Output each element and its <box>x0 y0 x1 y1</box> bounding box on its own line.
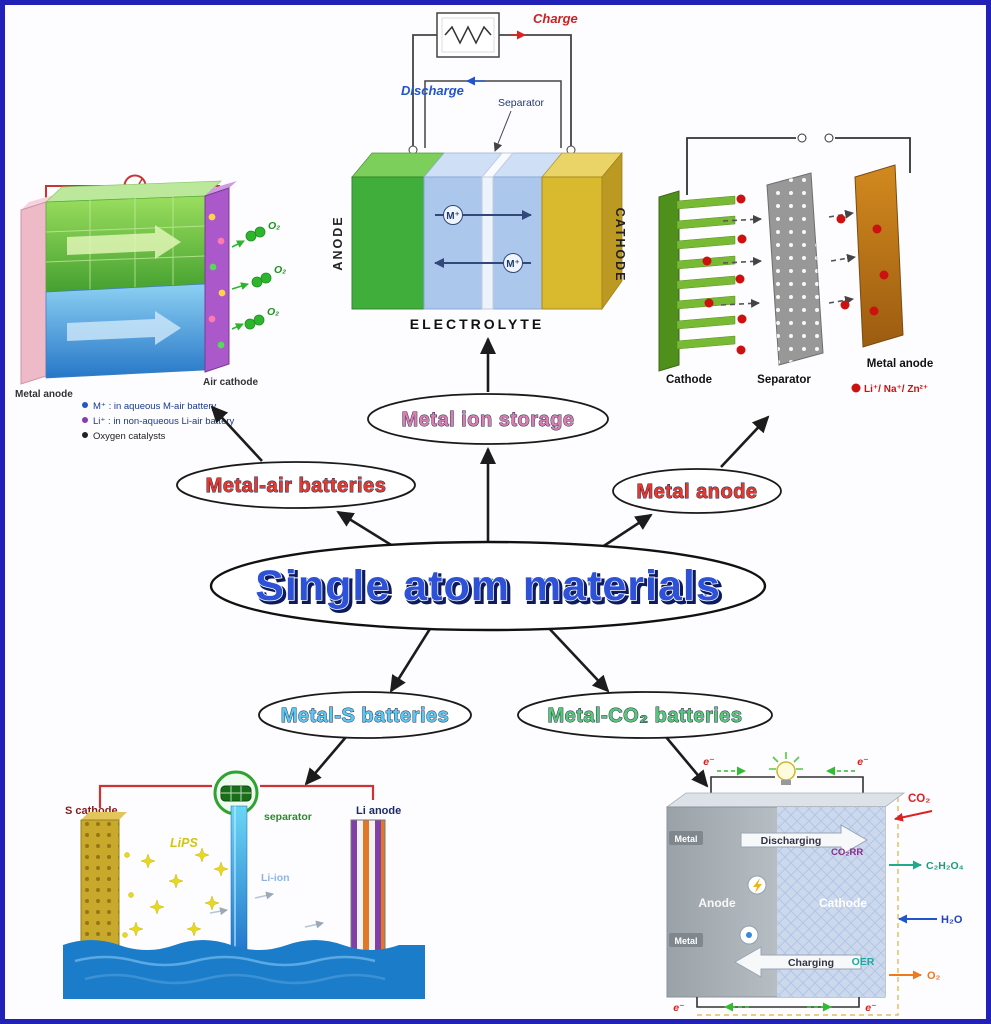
reaction-badge-icon <box>739 925 759 945</box>
resistor-icon <box>444 25 492 45</box>
ion-label: M⁺ <box>506 259 520 270</box>
ion-legend: Li⁺/ Na⁺/ Zn²⁺ <box>851 383 928 395</box>
dashed-guide-frame <box>695 797 899 1016</box>
anode-slab <box>351 176 425 310</box>
anode-label: ANODE <box>331 215 345 270</box>
separator-label: separator <box>264 811 312 823</box>
cell-body: M⁺ M⁺ ANODE CATHODE ELECTROLYTE Separato… <box>331 97 627 332</box>
metal-co2-illustration: e⁻ e⁻ Metal Metal Anode Cathode Discharg… <box>665 752 964 1016</box>
reaction-badge-icon <box>747 875 767 895</box>
electron-label: e⁻ <box>857 756 868 768</box>
separator-label: Separator <box>757 374 811 386</box>
separator-membrane <box>766 172 824 366</box>
separator-pointer-arrow <box>493 110 512 152</box>
flow-arrow <box>67 311 181 345</box>
metal-anode-illustration: Cathode Separator Metal anode Li⁺/ Na⁺/ … <box>658 133 933 395</box>
electron-label: e⁻ <box>673 1002 684 1014</box>
node-metal-s-label: Metal-S batteries <box>281 705 450 727</box>
air-cathode-label: Air cathode <box>203 377 258 388</box>
node-metal-co2 <box>517 691 773 739</box>
oer-label: OER <box>852 956 875 968</box>
node-center <box>209 540 767 632</box>
flow-arrow <box>67 225 181 259</box>
ion-legend-label: Li⁺/ Na⁺/ Zn²⁺ <box>864 384 928 395</box>
electrolyte-label: ELECTROLYTE <box>410 316 544 332</box>
ion-migration-arrows <box>720 209 856 308</box>
center-title-shadow: Single atom materials <box>258 565 724 613</box>
co2rr-label: CO₂RR <box>831 847 863 858</box>
center-title: Single atom materials <box>255 562 721 610</box>
li-anode-electrode <box>350 819 386 971</box>
h2o-label: H₂O <box>941 914 963 926</box>
metal-ion-storage-illustration: Charge Discharge M⁺ M⁺ ANODE CATHODE <box>331 11 627 332</box>
ion-flow-arrows <box>209 891 324 929</box>
metal-air-legend: M⁺ : in aqueous M-air battery Li⁺ : in n… <box>82 401 235 442</box>
node-metal-air <box>176 461 416 509</box>
o2-label: O₂ <box>267 306 279 318</box>
node-metal-anode <box>612 468 782 514</box>
metal-anode-label: Metal anode <box>15 389 73 400</box>
connector-arrows <box>210 337 770 788</box>
li-ion-label: Li-ion <box>261 872 290 884</box>
metal-anode-plate <box>836 164 904 348</box>
switch-terminal-icon <box>824 133 834 143</box>
node-ion-storage <box>367 393 609 445</box>
cathode-label: Cathode <box>819 896 867 910</box>
node-ion-storage-label: Metal ion storage <box>402 409 575 431</box>
legend-line: Li⁺ : in non-aqueous Li-air battery <box>93 416 235 427</box>
charge-discharge-circuit: Charge Discharge <box>401 11 578 155</box>
separator-magnifier-icon <box>213 770 259 816</box>
o2-label: O₂ <box>274 264 286 276</box>
red-ion-dot <box>851 383 861 393</box>
cathode-label: Cathode <box>666 374 712 386</box>
aqueous-electrolyte-box <box>45 195 206 379</box>
electrolyte-sea <box>63 940 425 999</box>
node-ellipses: Metal ion storage Metal-air batteries Me… <box>176 393 782 739</box>
co2-in-arrow <box>894 810 933 822</box>
legend-line: Oxygen catalysts <box>93 431 166 442</box>
lips-particles <box>122 847 229 938</box>
lips-label: LiPS <box>170 836 198 850</box>
metal-tag-label: Metal <box>674 936 697 946</box>
ion-label: M⁺ <box>446 211 460 222</box>
metal-s-illustration: S cathode separator Li anode <box>63 770 425 999</box>
metal-anode-label: Metal anode <box>867 358 933 370</box>
node-metal-air-label: Metal-air batteries <box>206 475 387 497</box>
air-cathode-slab <box>204 181 237 373</box>
electron-label: e⁻ <box>703 756 714 768</box>
li-anode-label: Li anode <box>356 805 401 817</box>
node-metal-anode-label: Metal anode <box>636 481 757 503</box>
separator-plate <box>481 176 494 310</box>
charge-label: Charge <box>533 11 578 26</box>
node-metal-s <box>258 691 472 739</box>
switch-terminal-icon <box>797 133 807 143</box>
cathode-label: CATHODE <box>613 208 627 283</box>
discharging-label: Discharging <box>761 835 822 847</box>
separator-label: Separator <box>498 97 545 109</box>
figure-canvas: Charge Discharge M⁺ M⁺ ANODE CATHODE <box>15 11 964 1016</box>
metal-anode-slab <box>20 201 47 385</box>
discharging-arrow <box>740 824 869 856</box>
oxygen-molecules: O₂ O₂ O₂ <box>231 220 286 331</box>
bulb-icon <box>769 752 803 785</box>
node-metal-co2-label: Metal-CO₂ batteries <box>547 705 742 727</box>
legend-line: M⁺ : in aqueous M-air battery <box>93 401 217 412</box>
resistor-box <box>436 12 500 58</box>
anode-label: Anode <box>698 896 736 910</box>
porous-cathode <box>658 190 747 372</box>
charging-arrow <box>733 946 862 978</box>
metal-air-illustration: O₂ O₂ O₂ Metal anode Air cathode M⁺ : in… <box>15 174 286 442</box>
product-label: C₂H₂O₄ <box>926 860 964 872</box>
discharge-label: Discharge <box>401 83 464 98</box>
charging-label: Charging <box>788 957 834 969</box>
metal-tag-label: Metal <box>674 834 697 844</box>
o2-label: O₂ <box>927 970 941 982</box>
cathode-slab <box>541 176 603 310</box>
electron-label: e⁻ <box>865 1002 876 1014</box>
ion-shuttle-arrows: M⁺ M⁺ <box>434 205 532 273</box>
co2-cell-body: Metal Metal Anode Cathode Discharging Ch… <box>665 792 906 998</box>
o2-label: O₂ <box>268 220 280 232</box>
co2-label: CO₂ <box>908 793 930 805</box>
